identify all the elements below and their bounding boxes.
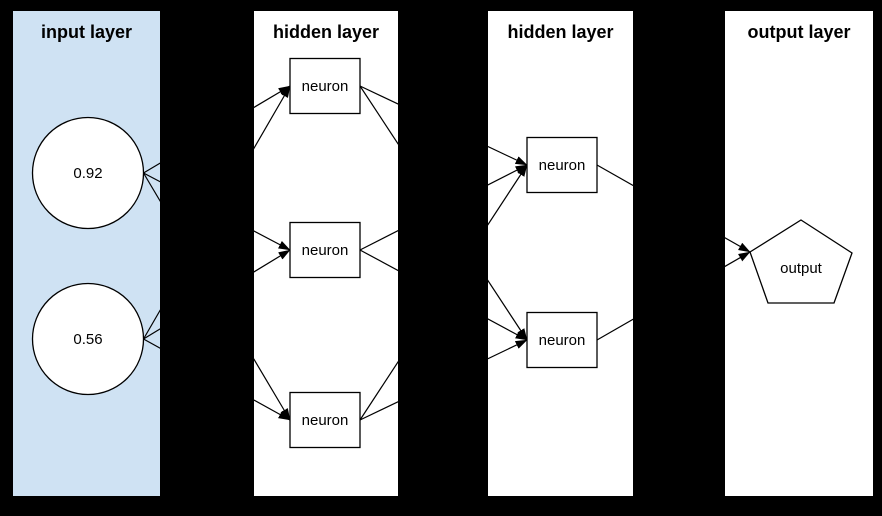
layer-titles: input layer hidden layer hidden layer ou… [41, 22, 851, 42]
hidden1-node-2-box [289, 221, 361, 279]
output-node: output [749, 219, 853, 304]
hidden2-node-1-label: neuron [539, 157, 586, 174]
hidden2-node-2-box [526, 311, 598, 369]
input-node-2-label: 0.56 [73, 331, 102, 348]
hidden-layer-2-panel [488, 11, 633, 496]
input-node-1: 0.92 [31, 116, 145, 230]
hidden2-node-1: neuron [526, 136, 598, 194]
input-node-2: 0.56 [31, 282, 145, 396]
hidden2-node-1-box [526, 136, 598, 194]
hidden1-node-2-label: neuron [302, 242, 349, 259]
hidden2-node-2-label: neuron [539, 332, 586, 349]
hidden1-node-1-label: neuron [302, 78, 349, 95]
hidden1-node-3-label: neuron [302, 412, 349, 429]
output-node-pentagon [749, 219, 853, 304]
output-layer-title: output layer [747, 22, 850, 42]
hidden1-node-1: neuron [289, 57, 361, 115]
hidden1-node-3: neuron [289, 391, 361, 449]
hidden1-node-2: neuron [289, 221, 361, 279]
input-layer-panel [13, 11, 160, 496]
hidden2-node-2: neuron [526, 311, 598, 369]
output-node-label: output [780, 260, 823, 277]
hidden1-node-3-box [289, 391, 361, 449]
hidden1-node-1-box [289, 57, 361, 115]
input-node-1-circle [31, 116, 145, 230]
input-node-2-circle [31, 282, 145, 396]
input-node-1-label: 0.92 [73, 165, 102, 182]
hidden-layer-1-title: hidden layer [273, 22, 379, 42]
hidden-layer-2-title: hidden layer [507, 22, 613, 42]
input-layer-title: input layer [41, 22, 132, 42]
